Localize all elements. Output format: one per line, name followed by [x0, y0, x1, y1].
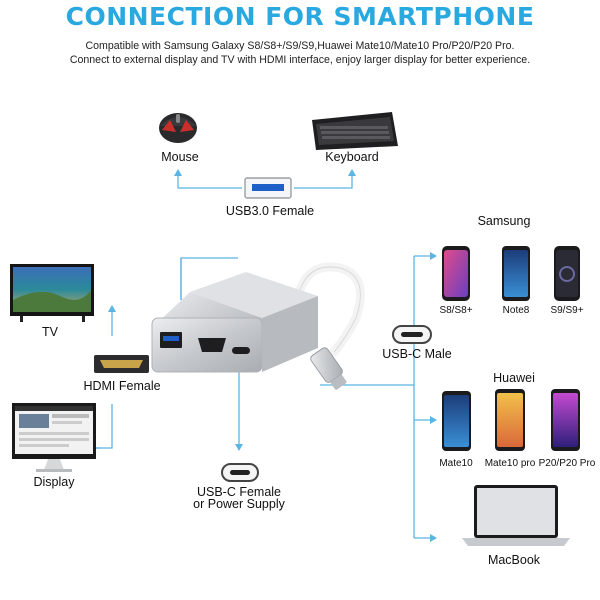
- label-phone-s9: S9/S9+: [550, 305, 584, 316]
- label-macbook: MacBook: [487, 553, 541, 567]
- label-huawei: Huawei: [493, 371, 535, 385]
- connector-lines: [96, 169, 437, 542]
- display-icon: [12, 403, 96, 472]
- usb-c-female-port-icon: [221, 463, 259, 482]
- samsung-phone-s9-icon: [554, 246, 580, 301]
- label-display: Display: [33, 475, 75, 489]
- page-title: CONNECTION FOR SMARTPHONE: [65, 2, 535, 31]
- label-samsung: Samsung: [477, 214, 531, 228]
- label-phone-mate10pro: Mate10 pro: [484, 458, 536, 469]
- label-usbc-female-line-1: USB-C Female: [196, 485, 282, 499]
- label-mouse: Mouse: [161, 150, 199, 164]
- adapter-icon: [151, 262, 365, 390]
- label-usb3: USB3.0 Female: [225, 204, 315, 218]
- subtitle-line-2: Connect to external display and TV with …: [69, 53, 531, 66]
- hdmi-port-icon: [94, 355, 149, 373]
- mouse-icon: [159, 113, 197, 143]
- samsung-phone-note8-icon: [502, 246, 530, 301]
- samsung-phone-s8-icon: [442, 246, 470, 301]
- label-phone-p20: P20/P20 Pro: [538, 458, 596, 469]
- huawei-phone-mate10-icon: [442, 391, 471, 451]
- label-phone-mate10: Mate10: [439, 458, 473, 469]
- label-keyboard: Keyboard: [325, 150, 379, 164]
- label-phone-s8: S8/S8+: [439, 305, 473, 316]
- usb-a-port-icon: [244, 177, 292, 199]
- subtitle-line-1: Compatible with Samsung Galaxy S8/S8+/S9…: [85, 40, 515, 52]
- label-usbc-female-line-2: or Power Supply: [193, 497, 285, 511]
- subtitle: Compatible with Samsung Galaxy S8/S8+/S9…: [10, 40, 590, 67]
- label-phone-note8: Note8: [502, 305, 530, 316]
- tv-icon: [10, 264, 94, 322]
- label-usbc-female: USB-C Female or Power Supply: [184, 485, 294, 511]
- keyboard-icon: [312, 112, 398, 150]
- huawei-phone-p20-icon: [551, 389, 580, 451]
- huawei-phone-mate10pro-icon: [495, 389, 525, 451]
- usb-c-male-port-icon: [392, 325, 432, 344]
- label-hdmi: HDMI Female: [83, 379, 161, 393]
- macbook-icon: [462, 485, 570, 546]
- label-tv: TV: [42, 325, 58, 339]
- label-usbc-male: USB-C Male: [382, 347, 452, 361]
